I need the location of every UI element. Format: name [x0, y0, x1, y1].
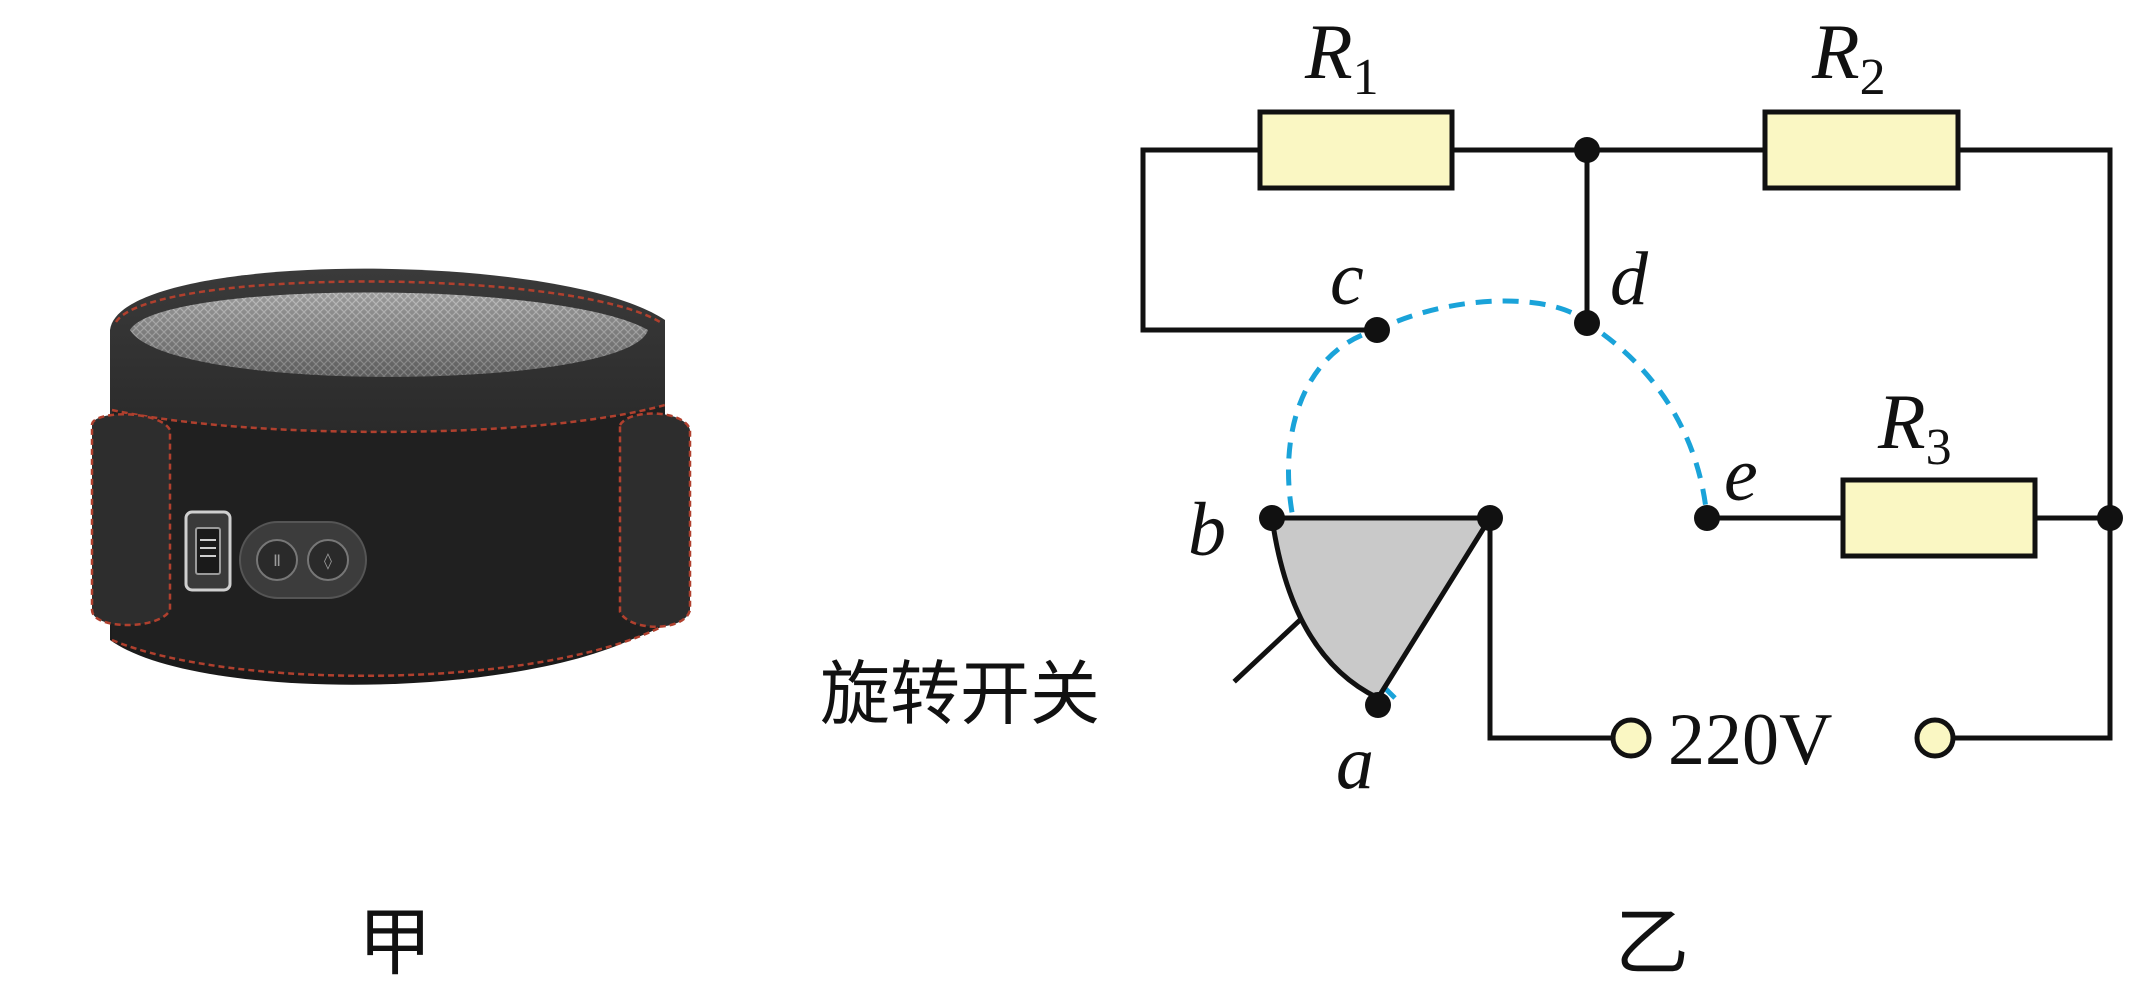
- belt-right-flap: [618, 412, 692, 628]
- label-contact-a: a: [1336, 721, 1374, 805]
- label-supply-voltage: 220V: [1668, 699, 1832, 781]
- label-r2: R2: [1811, 8, 1886, 106]
- belt-left-flap: [90, 413, 172, 627]
- wire-c-to-r1: [1140, 147, 1380, 333]
- label-contact-c: c: [1330, 237, 1364, 321]
- resistor-r3: [1840, 477, 2038, 559]
- wire-pivot-to-terminal: [1487, 515, 1634, 741]
- wire-r2-to-right-rail: [1932, 147, 2113, 741]
- photo-caption: 甲: [358, 900, 432, 986]
- belt-front-band: [112, 405, 665, 676]
- contact-c: [1364, 317, 1390, 343]
- resistor-r1: [1257, 109, 1455, 191]
- node-right-rail: [2097, 505, 2123, 531]
- label-contact-b: b: [1188, 488, 1226, 572]
- label-contact-d: d: [1610, 237, 1649, 321]
- switch-leader-line: [1232, 616, 1304, 684]
- contact-e: [1694, 505, 1720, 531]
- rotary-switch-blade: [1269, 515, 1495, 702]
- label-r1: R1: [1304, 8, 1379, 106]
- switch-pivot: [1477, 505, 1503, 531]
- svg-text:Ⅱ: Ⅱ: [273, 551, 281, 570]
- terminal-left: [1610, 717, 1652, 759]
- label-rotary-switch: 旋转开关: [820, 653, 1100, 735]
- contact-b: [1259, 505, 1285, 531]
- belt-control-panel: Ⅱ ◊: [239, 521, 367, 599]
- belt-port-slot: [184, 510, 232, 592]
- belt-button-mode-icon: [256, 539, 298, 581]
- belt-stitching-top: [114, 280, 661, 324]
- terminal-right: [1914, 717, 1956, 759]
- resistor-r2: [1762, 109, 1961, 191]
- svg-text:◊: ◊: [324, 551, 332, 570]
- belt-button-heat-icon: [307, 539, 349, 581]
- switch-contact-arc: [1286, 298, 1710, 700]
- contact-d: [1574, 310, 1600, 336]
- label-r3: R3: [1877, 378, 1952, 476]
- circuit-caption: 乙: [1615, 900, 1689, 986]
- contact-a: [1365, 692, 1391, 718]
- heating-belt-photo: Ⅱ ◊: [90, 268, 692, 685]
- label-contact-e: e: [1724, 433, 1758, 517]
- node-junction-top: [1574, 137, 1600, 163]
- circuit-diagram: R1 R2 R3 c d b e a 旋转开关 220V: [820, 8, 2123, 805]
